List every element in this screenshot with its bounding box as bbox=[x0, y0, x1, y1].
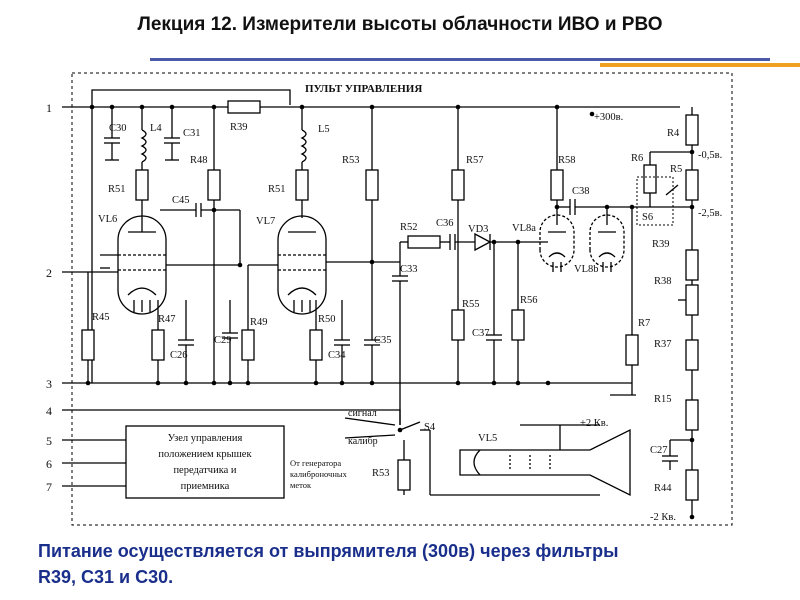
label-c29: C29 bbox=[214, 335, 232, 346]
label-c37: C37 bbox=[472, 328, 490, 339]
label-r39-right: R39 bbox=[652, 239, 670, 250]
voltage-minus2kv: -2 Кв. bbox=[650, 512, 676, 523]
label-r37: R37 bbox=[654, 339, 672, 350]
label-r55: R55 bbox=[462, 299, 480, 310]
footer-note: Питание осуществляется от выпрямителя (3… bbox=[38, 538, 778, 590]
control-unit-line-1: Узел управления bbox=[168, 433, 243, 444]
label-s4: S4 bbox=[424, 422, 436, 433]
label-l4: L4 bbox=[150, 123, 162, 134]
control-unit-line-2: положением крышек bbox=[158, 449, 252, 460]
terminal-4-label: 4 bbox=[46, 404, 52, 418]
label-r47: R47 bbox=[158, 314, 176, 325]
footer-line-2: R39, C31 и C30. bbox=[38, 567, 174, 587]
voltage-plus2kv: +2 Кв. bbox=[580, 418, 608, 429]
label-c27: C27 bbox=[650, 445, 668, 456]
title-underline-orange bbox=[600, 63, 800, 67]
calib-label: калибр bbox=[348, 436, 378, 447]
label-r52: R52 bbox=[400, 222, 418, 233]
control-unit-box bbox=[125, 425, 285, 499]
vl8a-tube bbox=[539, 214, 575, 268]
label-r38: R38 bbox=[654, 276, 672, 287]
signal-label: сигнал bbox=[348, 408, 377, 419]
junction-dots bbox=[85, 104, 695, 520]
generator-note-line-3: меток bbox=[290, 480, 312, 490]
label-r51-b: R51 bbox=[268, 184, 286, 195]
label-vl7: VL7 bbox=[256, 216, 275, 227]
l4-coil bbox=[140, 129, 147, 163]
label-c34: C34 bbox=[328, 350, 346, 361]
terminal-5-label: 5 bbox=[46, 434, 52, 448]
label-vl8a: VL8a bbox=[512, 223, 536, 234]
terminal-3-label: 3 bbox=[46, 377, 52, 391]
voltage-plus300: +300в. bbox=[594, 112, 623, 123]
terminal-7-label: 7 bbox=[46, 480, 52, 494]
label-r39-top: R39 bbox=[230, 122, 248, 133]
label-s6: S6 bbox=[642, 212, 653, 223]
label-vl6: VL6 bbox=[98, 214, 117, 225]
label-r56: R56 bbox=[520, 295, 538, 306]
r39-top-resistor bbox=[227, 100, 261, 114]
label-c31: C31 bbox=[183, 128, 201, 139]
page-title: Лекция 12. Измерители высоты облачности … bbox=[137, 14, 663, 35]
control-unit-line-3: передатчика и bbox=[173, 465, 236, 476]
label-r51-a: R51 bbox=[108, 184, 126, 195]
label-r49: R49 bbox=[250, 317, 268, 328]
label-vl5: VL5 bbox=[478, 433, 497, 444]
vl7-tube bbox=[277, 215, 327, 315]
label-r44: R44 bbox=[654, 483, 672, 494]
control-unit-line-4: приемника bbox=[181, 481, 230, 492]
panel-border bbox=[71, 72, 733, 526]
label-c33: C33 bbox=[400, 264, 418, 275]
label-r4: R4 bbox=[667, 128, 680, 139]
label-c45: C45 bbox=[172, 195, 190, 206]
label-vd3: VD3 bbox=[468, 224, 488, 235]
terminal-1-label: 1 bbox=[46, 101, 52, 115]
generator-note-line-1: От генератора bbox=[290, 458, 341, 468]
title-underline-blue bbox=[150, 58, 770, 61]
label-vl8b: VL8b bbox=[574, 264, 599, 275]
vl6-tube bbox=[117, 215, 167, 315]
label-r6: R6 bbox=[631, 153, 643, 164]
label-c35: C35 bbox=[374, 335, 392, 346]
label-r53-low: R53 bbox=[372, 468, 390, 479]
label-r48: R48 bbox=[190, 155, 208, 166]
label-r45: R45 bbox=[92, 312, 110, 323]
label-c30: C30 bbox=[109, 123, 127, 134]
label-r58: R58 bbox=[558, 155, 576, 166]
vl5-crt bbox=[459, 428, 631, 497]
label-c38: C38 bbox=[572, 186, 590, 197]
panel-title: ПУЛЬТ УПРАВЛЕНИЯ bbox=[305, 83, 422, 95]
label-c26: C26 bbox=[170, 350, 188, 361]
terminal-6-label: 6 bbox=[46, 457, 52, 471]
voltage-minus05: -0,5в. bbox=[698, 150, 722, 161]
label-l5: L5 bbox=[318, 124, 330, 135]
voltage-minus25: -2,5в. bbox=[698, 208, 722, 219]
generator-note-line-2: калиброночных bbox=[290, 469, 348, 479]
label-r57: R57 bbox=[466, 155, 484, 166]
label-c36: C36 bbox=[436, 218, 454, 229]
label-r7: R7 bbox=[638, 318, 650, 329]
vl8b-tube bbox=[589, 214, 625, 268]
label-r5: R5 bbox=[670, 164, 682, 175]
label-r50: R50 bbox=[318, 314, 336, 325]
terminal-2-label: 2 bbox=[46, 266, 52, 280]
label-r53: R53 bbox=[342, 155, 360, 166]
label-r15: R15 bbox=[654, 394, 672, 405]
footer-line-1: Питание осуществляется от выпрямителя (3… bbox=[38, 541, 619, 561]
